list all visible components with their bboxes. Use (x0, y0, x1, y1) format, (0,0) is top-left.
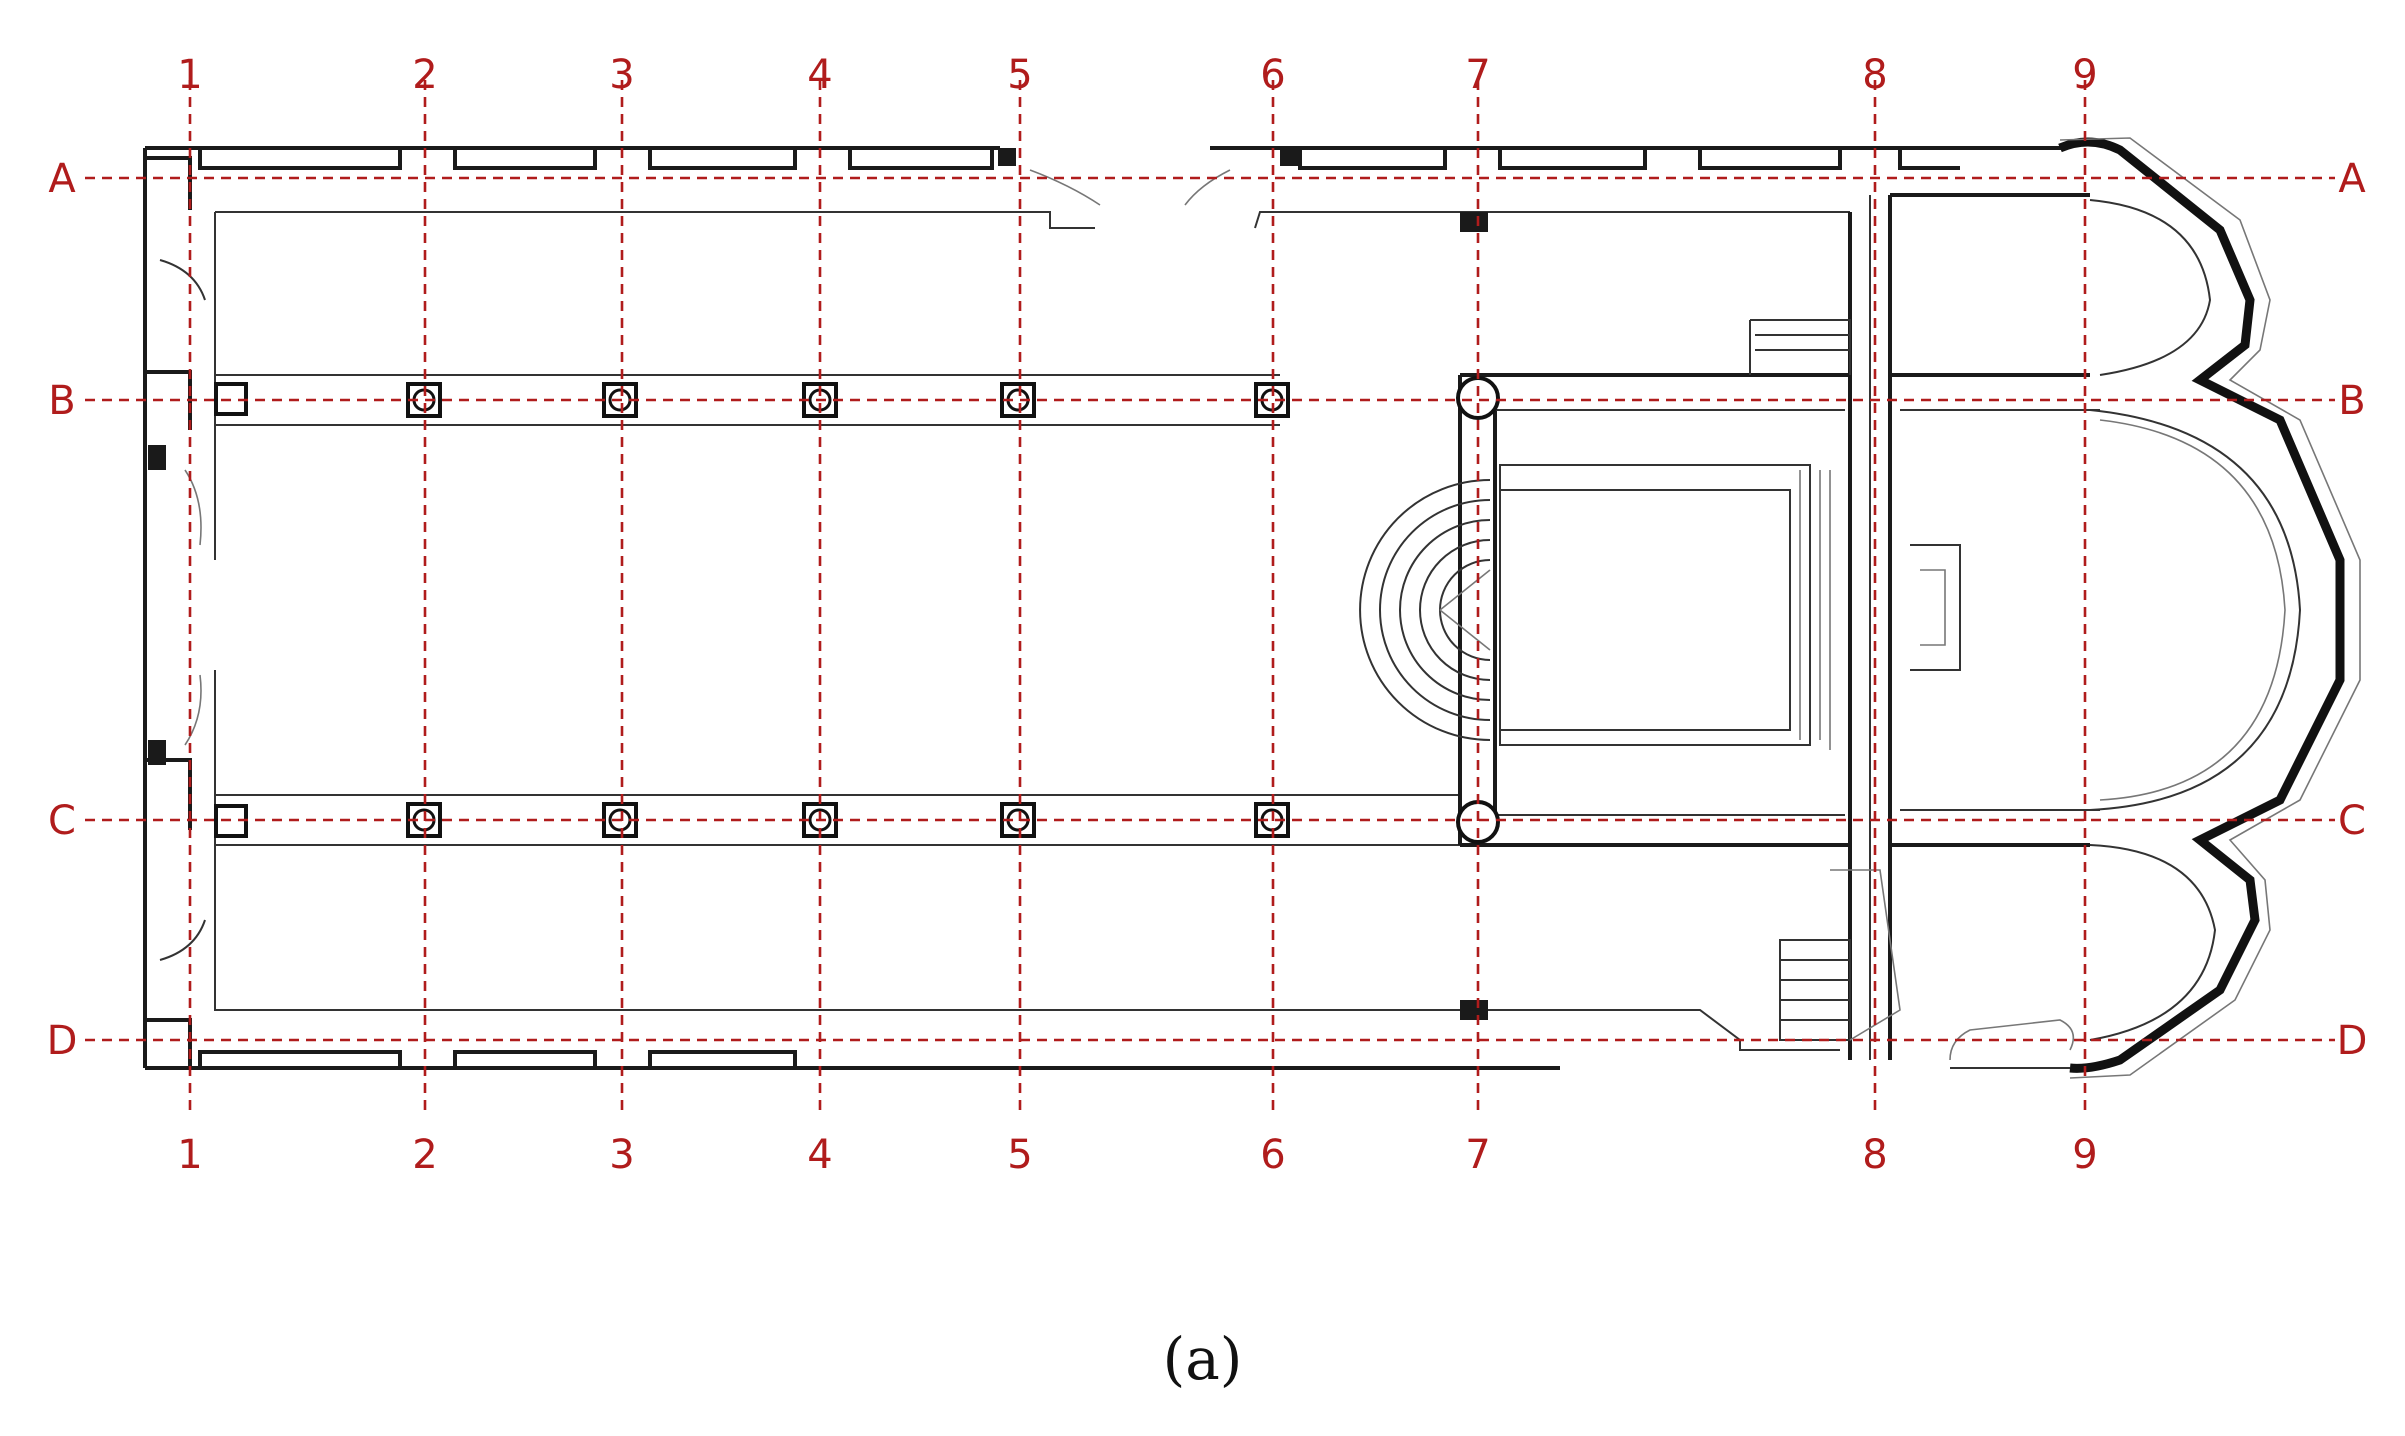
grid-label-B-left: B (48, 378, 75, 424)
grid-label-6-top: 6 (1260, 52, 1285, 98)
grid-label-1-top: 1 (177, 52, 202, 98)
grid-label-1-bottom: 1 (177, 1132, 202, 1178)
grid-label-8-bottom: 8 (1862, 1132, 1887, 1178)
grid-label-C-left: C (48, 798, 76, 844)
grid-label-5-top: 5 (1007, 52, 1032, 98)
grid-label-A-left: A (48, 156, 76, 202)
figure-caption: (a) (1162, 1325, 1243, 1393)
grid-label-3-bottom: 3 (609, 1132, 634, 1178)
grid-label-4-bottom: 4 (807, 1132, 832, 1178)
grid-label-6-bottom: 6 (1260, 1132, 1285, 1178)
apse (1749, 137, 2361, 1079)
grid-label-7-bottom: 7 (1465, 1132, 1490, 1178)
grid-label-4-top: 4 (807, 52, 832, 98)
grid-label-D-right: D (2337, 1018, 2368, 1064)
grid-label-3-top: 3 (609, 52, 634, 98)
nave-piers (214, 382, 1290, 838)
grid-label-8-top: 8 (1862, 52, 1887, 98)
grid-label-2-top: 2 (412, 52, 437, 98)
grid-label-2-bottom: 2 (412, 1132, 437, 1178)
grid-label-9-top: 9 (2072, 52, 2097, 98)
grid-label-B-right: B (2338, 378, 2365, 424)
grid-label-5-bottom: 5 (1007, 1132, 1032, 1178)
grid-label-7-top: 7 (1465, 52, 1490, 98)
grid-label-A-right: A (2338, 156, 2366, 202)
grid-label-D-left: D (47, 1018, 78, 1064)
grid-label-9-bottom: 9 (2072, 1132, 2097, 1178)
building-walls (143, 146, 2062, 1070)
grid-label-C-right: C (2338, 798, 2366, 844)
presbytery (1359, 212, 1850, 1020)
